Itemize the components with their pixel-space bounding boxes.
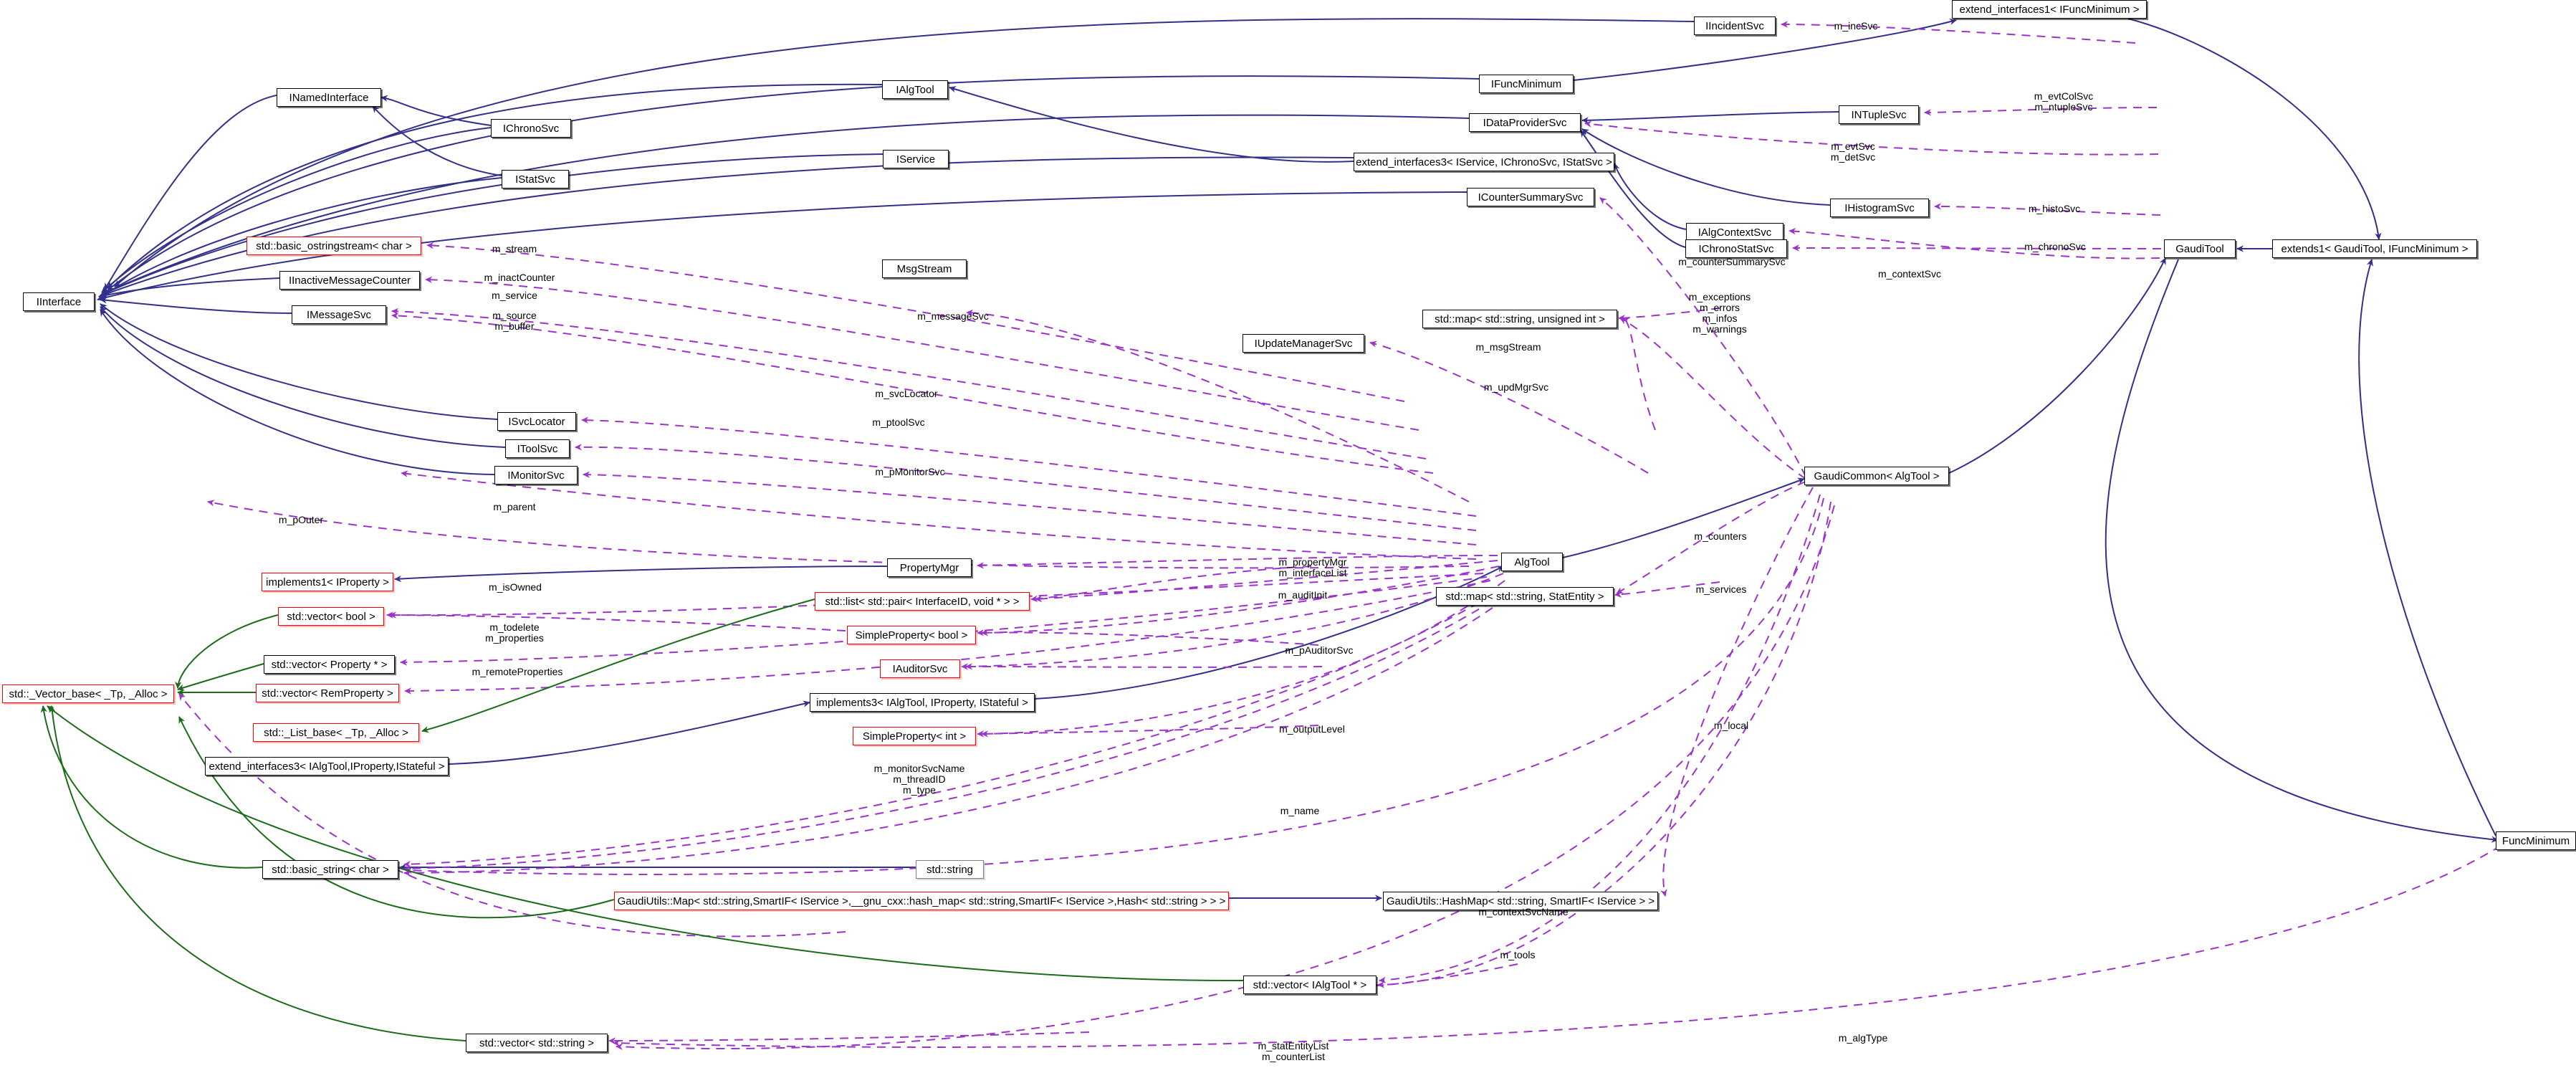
- class-node-GaudiCommon[interactable]: GaudiCommon< AlgTool >: [1804, 467, 1949, 485]
- class-node-IToolSvc[interactable]: IToolSvc: [505, 439, 570, 458]
- class-node-IHistogramSvc[interactable]: IHistogramSvc: [1830, 199, 1929, 217]
- class-node-GaudiUtils_Map[interactable]: GaudiUtils::Map< std::string,SmartIF< IS…: [614, 892, 1229, 910]
- edge-label: m_updMgrSvc: [1483, 381, 1549, 393]
- class-node-extend_interfaces3_tool[interactable]: extend_interfaces3< IAlgTool,IProperty,I…: [205, 757, 449, 776]
- edge-label: m_contextSvcName: [1478, 906, 1569, 917]
- class-node-map_string_uint[interactable]: std::map< std::string, unsigned int >: [1422, 310, 1617, 328]
- class-node-GaudiUtils_HashMap[interactable]: GaudiUtils::HashMap< std::string, SmartI…: [1383, 892, 1658, 910]
- class-node-IInactiveMessageCounter[interactable]: IInactiveMessageCounter: [279, 271, 420, 290]
- edge-label: m_evtColSvc m_ntupleSvc: [2034, 90, 2094, 113]
- class-node-basic_ostringstream[interactable]: std::basic_ostringstream< char >: [246, 237, 421, 255]
- class-node-Vector_base[interactable]: std::_Vector_base< _Tp, _Alloc >: [2, 685, 174, 703]
- edge-label: m_local: [1713, 720, 1749, 731]
- class-node-IMonitorSvc[interactable]: IMonitorSvc: [494, 466, 578, 485]
- edge-label: m_propertyMgr m_interfaceList: [1278, 556, 1347, 579]
- class-node-vector_RemProperty[interactable]: std::vector< RemProperty >: [256, 684, 399, 702]
- class-node-PropertyMgr[interactable]: PropertyMgr: [887, 558, 972, 577]
- class-node-IAuditorSvc[interactable]: IAuditorSvc: [880, 659, 960, 678]
- edge-label: m_services: [1695, 583, 1747, 595]
- edge-label: m_tools: [1500, 949, 1536, 960]
- edge-label: m_ptoolSvc: [872, 416, 925, 428]
- edge-label: m_remoteProperties: [471, 666, 563, 677]
- edge-label: m_chronoSvc: [2024, 241, 2086, 252]
- edge-label: m_service: [492, 290, 537, 301]
- edge-label: m_name: [1280, 805, 1320, 816]
- class-node-IInterface[interactable]: IInterface: [23, 292, 95, 311]
- class-node-IAlgTool[interactable]: IAlgTool: [882, 80, 948, 99]
- class-node-IChronoSvc[interactable]: IChronoSvc: [491, 119, 571, 138]
- class-node-FuncMinimum[interactable]: FuncMinimum: [2496, 831, 2576, 850]
- class-node-implements3[interactable]: implements3< IAlgTool, IProperty, IState…: [810, 693, 1035, 712]
- edge-label: m_outputLevel: [1279, 723, 1345, 735]
- class-node-vector_bool[interactable]: std::vector< bool >: [278, 607, 384, 626]
- class-node-map_StatEntity[interactable]: std::map< std::string, StatEntity >: [1436, 587, 1614, 606]
- edge-label: m_pAuditorSvc: [1285, 644, 1354, 656]
- class-node-INTupleSvc[interactable]: INTupleSvc: [1839, 105, 1919, 124]
- class-node-vector_string[interactable]: std::vector< std::string >: [466, 1034, 608, 1052]
- class-node-ICounterSummarySvc[interactable]: ICounterSummarySvc: [1467, 188, 1594, 206]
- edge-label: m_inactCounter: [484, 272, 555, 283]
- class-node-SimpleProperty_int[interactable]: SimpleProperty< int >: [853, 727, 976, 745]
- edge-label: m_isOwned: [489, 581, 542, 593]
- edge-label: m_parent: [493, 501, 536, 512]
- edge-label: m_msgStream: [1475, 341, 1541, 353]
- class-node-INamedInterface[interactable]: INamedInterface: [277, 88, 381, 107]
- edge-label: m_source m_buffer: [492, 310, 537, 333]
- class-node-list_pair[interactable]: std::list< std::pair< InterfaceID, void …: [815, 592, 1030, 611]
- edge-label: m_incSvc: [1834, 20, 1878, 32]
- class-node-extend_interfaces1[interactable]: extend_interfaces1< IFuncMinimum >: [1952, 0, 2147, 19]
- edge-label: m_exceptions m_errors m_infos m_warnings: [1688, 291, 1751, 335]
- class-node-AlgTool[interactable]: AlgTool: [1501, 553, 1563, 571]
- class-node-GaudiTool[interactable]: GaudiTool: [2164, 239, 2236, 258]
- class-node-vector_Property[interactable]: std::vector< Property * >: [264, 655, 395, 674]
- edge-label: m_stream: [492, 243, 537, 254]
- edge-label: m_evtSvc m_detSvc: [1830, 140, 1876, 163]
- class-node-IDataProviderSvc[interactable]: IDataProviderSvc: [1469, 113, 1581, 132]
- edge-label: m_pOuter: [278, 514, 324, 525]
- edge-label: m_pMonitorSvc: [875, 466, 945, 477]
- class-node-std_string[interactable]: std::string: [916, 860, 984, 879]
- edge-label: m_counters: [1694, 530, 1747, 542]
- class-node-implements1_IProperty[interactable]: implements1< IProperty >: [262, 573, 393, 591]
- class-node-MsgStream[interactable]: MsgStream: [882, 259, 967, 278]
- class-node-IStatSvc[interactable]: IStatSvc: [502, 170, 569, 189]
- class-node-IUpdateManagerSvc[interactable]: IUpdateManagerSvc: [1242, 334, 1364, 353]
- edge-label: m_statEntityList m_counterList: [1258, 1040, 1329, 1063]
- class-node-SimpleProperty_bool[interactable]: SimpleProperty< bool >: [847, 626, 976, 644]
- class-node-extends1[interactable]: extends1< GaudiTool, IFuncMinimum >: [2272, 239, 2477, 258]
- class-node-IService[interactable]: IService: [883, 150, 949, 168]
- class-node-ISvcLocator[interactable]: ISvcLocator: [497, 412, 576, 431]
- edge-label: m_algType: [1838, 1032, 1888, 1044]
- edge-label: m_svcLocator: [875, 388, 938, 399]
- class-node-IIncidentSvc[interactable]: IIncidentSvc: [1694, 16, 1776, 35]
- edge-label: m_messageSvc: [917, 310, 989, 322]
- class-node-extend_interfaces3_svc[interactable]: extend_interfaces3< IService, IChronoSvc…: [1354, 153, 1614, 171]
- class-node-IChronoStatSvc[interactable]: IChronoStatSvc: [1685, 239, 1787, 258]
- edge-label: m_monitorSvcName m_threadID m_type: [873, 763, 965, 796]
- edge-label: m_contextSvc: [1878, 268, 1941, 280]
- class-node-IFuncMinimum[interactable]: IFuncMinimum: [1479, 75, 1574, 93]
- edge-label: m_histoSvc: [2028, 203, 2081, 214]
- class-node-vector_IAlgTool[interactable]: std::vector< IAlgTool * >: [1243, 976, 1376, 994]
- class-node-List_base[interactable]: std::_List_base< _Tp, _Alloc >: [253, 723, 419, 742]
- edge-label: m_auditInit: [1278, 589, 1328, 601]
- class-node-basic_string[interactable]: std::basic_string< char >: [262, 860, 398, 879]
- class-node-IMessageSvc[interactable]: IMessageSvc: [292, 305, 386, 324]
- edge-label: m_todelete m_properties: [485, 621, 544, 644]
- edge-label: m_counterSummarySvc: [1678, 256, 1786, 267]
